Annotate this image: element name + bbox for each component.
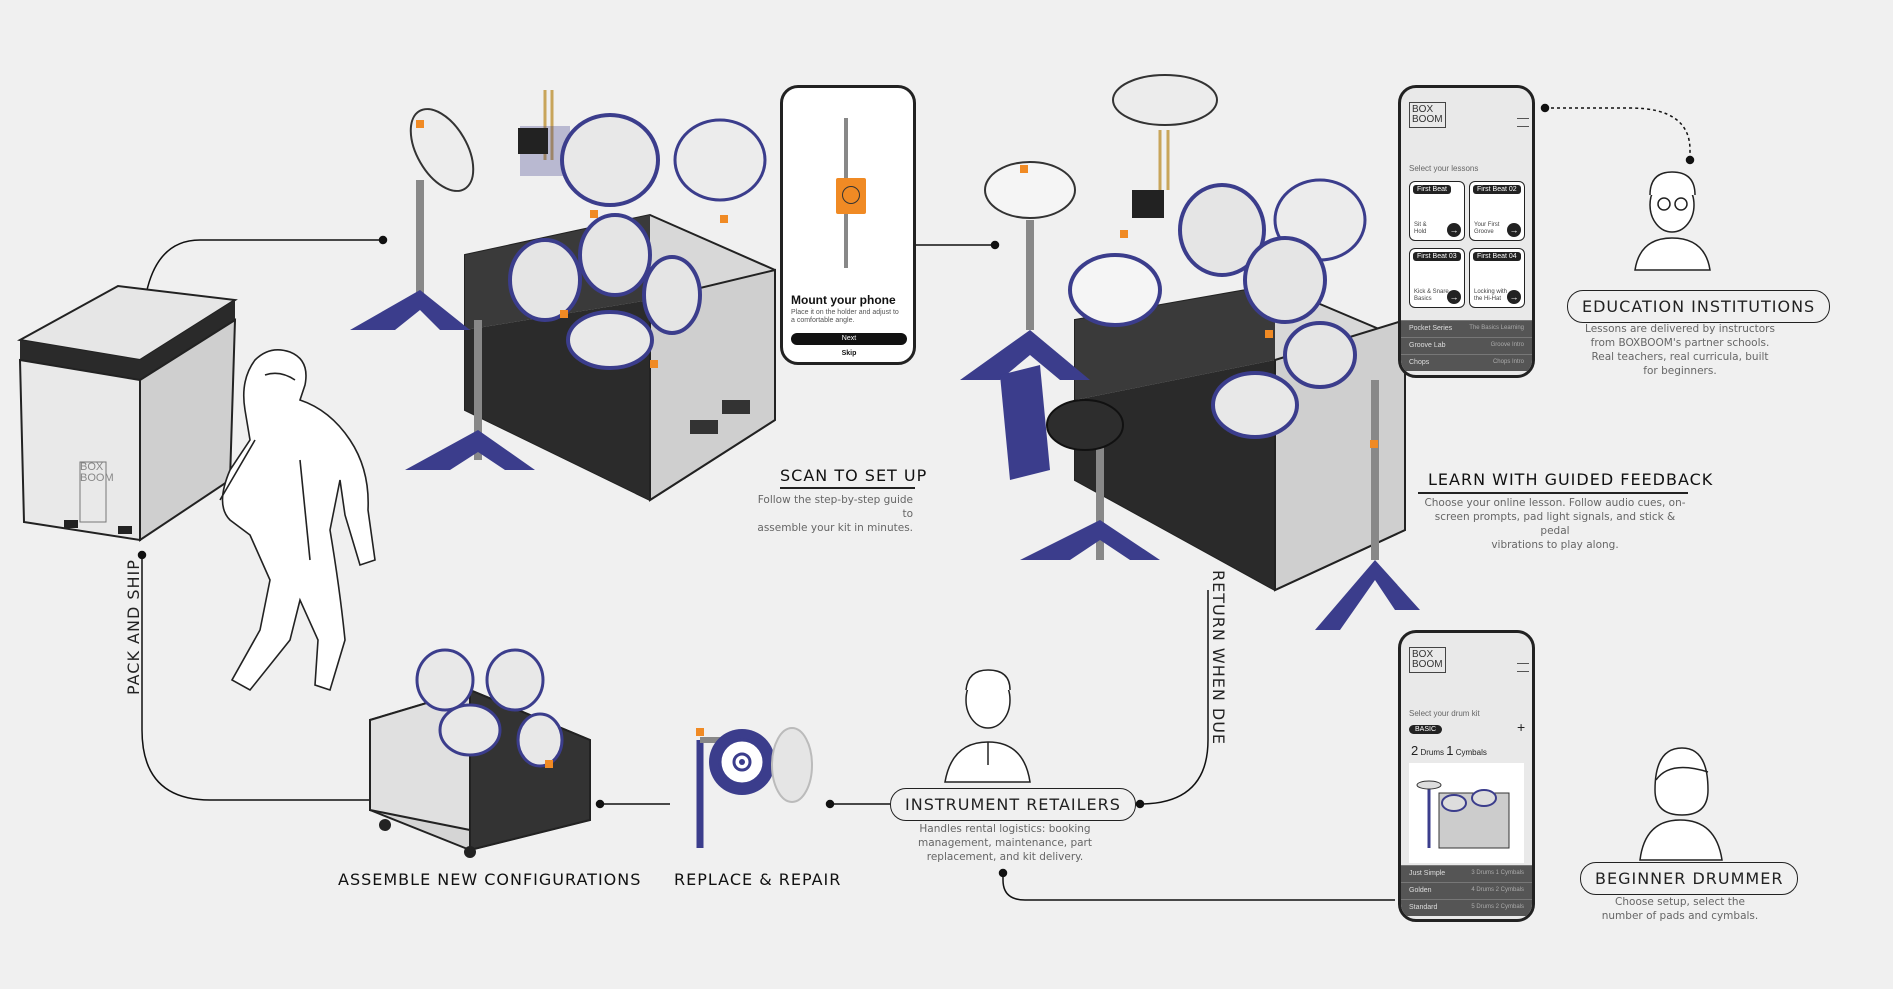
list-item-name: Just Simple — [1409, 870, 1446, 877]
list-item-meta: Groove Intro — [1490, 342, 1524, 348]
lesson-tag: First Beat 02 — [1473, 185, 1521, 194]
connector-lines — [137, 103, 1695, 901]
setup-body: Place it on the holder and adjust to a c… — [791, 309, 899, 324]
box-logo: BOX BOOM — [80, 461, 114, 484]
connector-pack-ship — [141, 555, 370, 801]
avatar-beginner — [1639, 747, 1723, 861]
list-item-name: Groove Lab — [1409, 342, 1446, 349]
kit-count: 2 Drums 1 Cymbals — [1411, 743, 1487, 758]
list-item[interactable]: Pocket Series The Basics Learning — [1401, 320, 1532, 337]
kit-logo: BOX BOOM — [1409, 647, 1446, 673]
kit-prompt: Select your drum kit — [1409, 709, 1480, 718]
connector-kitphone-retailer — [1002, 873, 1395, 901]
lesson-card[interactable]: First Beat 04 Locking with the Hi-Hat → — [1469, 248, 1525, 308]
connector-edu-dotted — [1545, 107, 1691, 158]
setup-phone-screen: Mount your phone Place it on the holder … — [780, 85, 916, 365]
list-item[interactable]: Chops Chops Intro — [1401, 354, 1532, 371]
lesson-tag: First Beat 03 — [1413, 252, 1461, 261]
list-item-name: Golden — [1409, 887, 1432, 894]
lesson-card[interactable]: First Beat 03 Kick & Snare Basics → — [1409, 248, 1465, 308]
lessons-logo: BOX BOOM — [1409, 102, 1446, 128]
menu-icon[interactable] — [1517, 118, 1529, 127]
kit-basic-badge[interactable]: BASIC — [1409, 725, 1443, 734]
retailers-pill: INSTRUMENT RETAILERS — [890, 788, 1136, 821]
lesson-text: Your First Groove — [1474, 222, 1500, 235]
list-item[interactable]: Standard 5 Drums 2 Cymbals — [1401, 899, 1532, 916]
lessons-phone-screen: BOX BOOM Select your lessons First Beat … — [1398, 85, 1535, 378]
list-item-meta: 4 Drums 2 Cymbals — [1471, 887, 1524, 893]
pack-ship-label: PACK AND SHIP — [124, 559, 143, 695]
drums-label: Drums — [1420, 748, 1445, 757]
scan-desc: Follow the step-by-step guide to assembl… — [757, 494, 913, 534]
learn-desc: Choose your online lesson. Follow audio … — [1424, 497, 1686, 551]
retailers-desc: Handles rental logistics: booking manage… — [917, 823, 1092, 863]
list-item-name: Standard — [1409, 904, 1438, 911]
setup-next-button[interactable]: Next — [791, 333, 907, 345]
lesson-tag: First Beat 04 — [1473, 252, 1521, 261]
list-item[interactable]: Groove Lab Groove Intro — [1401, 337, 1532, 354]
lessons-prompt: Select your lessons — [1409, 164, 1479, 173]
assemble-kit-illustration — [369, 648, 591, 858]
connector-return — [1139, 590, 1209, 805]
arrow-right-icon[interactable]: → — [1447, 223, 1461, 237]
arrow-right-icon[interactable]: → — [1447, 290, 1461, 304]
beginner-pill: BEGINNER DRUMMER — [1580, 862, 1799, 895]
scan-title: SCAN TO SET UP — [780, 466, 928, 485]
lesson-text: Sit & Hold — [1414, 222, 1427, 235]
lesson-text: Locking with the Hi-Hat — [1474, 289, 1508, 302]
drums-count: 2 — [1411, 743, 1419, 758]
kit-phone-screen: BOX BOOM Select your drum kit BASIC + 2 … — [1398, 630, 1535, 922]
kit-preview-drawing — [1416, 780, 1510, 849]
drum-kit-learn-illustration — [960, 74, 1420, 630]
cymbals-count: 1 — [1446, 743, 1454, 758]
setup-heading: Mount your phone — [791, 293, 896, 307]
list-item-name: Pocket Series — [1409, 325, 1453, 332]
list-item-meta: 3 Drums 1 Cymbals — [1471, 870, 1524, 876]
arrow-right-icon[interactable]: → — [1507, 290, 1521, 304]
avatar-education — [1634, 171, 1711, 271]
repair-parts-illustration — [696, 727, 813, 848]
person-carrying-illustration — [219, 349, 376, 692]
list-item-name: Chops — [1409, 359, 1430, 366]
education-pill: EDUCATION INSTITUTIONS — [1567, 290, 1831, 323]
packed-box-illustration — [16, 284, 238, 542]
lesson-card[interactable]: First Beat 02 Your First Groove → — [1469, 181, 1525, 241]
list-item-meta: 5 Drums 2 Cymbals — [1471, 904, 1524, 910]
list-item[interactable]: Just Simple 3 Drums 1 Cymbals — [1401, 865, 1532, 882]
scan-underline — [780, 487, 915, 489]
repair-title: REPLACE & REPAIR — [674, 870, 842, 889]
drum-kit-setup-illustration — [350, 90, 776, 502]
add-icon[interactable]: + — [1517, 719, 1526, 735]
avatar-retailer — [944, 669, 1031, 783]
assemble-title: ASSEMBLE NEW CONFIGURATIONS — [338, 870, 642, 889]
list-item-meta: The Basics Learning — [1469, 325, 1524, 331]
lesson-card[interactable]: First Beat Sit & Hold → — [1409, 181, 1465, 241]
list-item[interactable]: Golden 4 Drums 2 Cymbals — [1401, 882, 1532, 899]
education-desc: Lessons are delivered by instructors fro… — [1585, 323, 1775, 377]
list-item-meta: Chops Intro — [1492, 359, 1524, 365]
lesson-text: Kick & Snare Basics — [1414, 289, 1449, 302]
lesson-tag: First Beat — [1413, 185, 1451, 194]
arrow-right-icon[interactable]: → — [1507, 223, 1521, 237]
return-label: RETURN WHEN DUE — [1209, 570, 1228, 746]
cymbals-label: Cymbals — [1455, 748, 1487, 757]
kit-preview-image — [1409, 763, 1524, 863]
setup-skip-button[interactable]: Skip — [841, 350, 857, 357]
learn-title: LEARN WITH GUIDED FEEDBACK — [1428, 470, 1714, 489]
learn-underline — [1418, 492, 1688, 494]
phone-holder-preview — [828, 118, 868, 268]
beginner-desc: Choose setup, select the number of pads … — [1601, 896, 1759, 922]
menu-icon[interactable] — [1517, 663, 1529, 672]
